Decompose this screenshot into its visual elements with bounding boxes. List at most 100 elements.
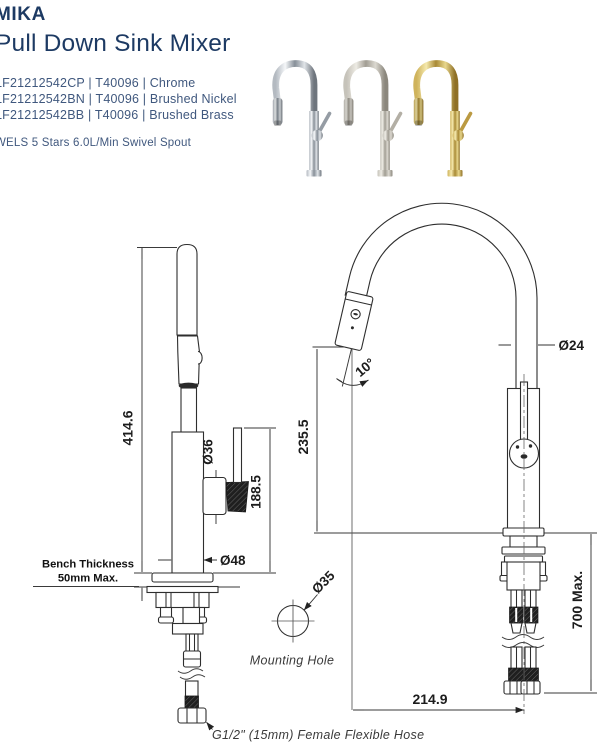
hose-hex-nut: [177, 707, 207, 724]
handle-grip: [225, 481, 249, 513]
mounting-hole-caption: Mounting Hole: [250, 654, 335, 668]
hose-tube-upper: [185, 633, 199, 653]
under-neck: [509, 535, 538, 548]
bench-lines: [33, 572, 276, 588]
spray-head-seam: [345, 298, 372, 306]
spray-head-shade: [413, 98, 424, 125]
bench-note-line1: Bench Thickness: [42, 559, 134, 571]
faucet-handle: [457, 111, 473, 136]
spray-head-body: [334, 291, 374, 351]
spray-head-tip: [415, 120, 423, 126]
spray-head: [413, 98, 424, 125]
variant-code-brushed-nickel: LF21212542BN | T40096 | Brushed Nickel: [0, 91, 237, 106]
spray-dot: [350, 326, 354, 330]
dim-lines-side: [312, 346, 597, 694]
hose-note: G1/2" (15mm) Female Flexible Hose: [212, 728, 424, 742]
screw-cap-left: [157, 616, 175, 624]
hose-break-symbol: [177, 668, 206, 680]
spray-button: [197, 350, 203, 365]
faucet-spout: [272, 60, 318, 119]
ball-center-slot: [520, 454, 528, 459]
spray-toggle-slot: [353, 312, 358, 316]
faucet-base: [447, 170, 463, 177]
header: MIKA Pull Down Sink Mixer LF21212542CP |…: [0, 4, 465, 149]
product-subtitle: Pull Down Sink Mixer: [0, 29, 231, 57]
mount-ring1: [501, 546, 546, 555]
faucet-body: [309, 111, 319, 172]
hose-note-leader: [206, 721, 215, 731]
aerator-band: [178, 382, 199, 389]
deck-flange-side: [502, 527, 545, 537]
mount-plate: [146, 585, 219, 594]
hose-center-lines: [515, 590, 532, 608]
spray-head-tip: [274, 120, 282, 126]
dim-spout-dia: Ø24: [559, 338, 585, 353]
hose-taper-right: [524, 622, 537, 634]
hose-thread-right: [523, 667, 539, 683]
variant-codes: LF21212542CP | T40096 | Chrome LF2121254…: [0, 75, 465, 123]
collar-stripes: [515, 608, 533, 622]
dim-handle-dia: Ø36: [201, 439, 216, 465]
mounting-hole-leader: [303, 594, 318, 611]
hose-taper-left: [510, 622, 523, 634]
variant-code-chrome: LF21212542CP | T40096 | Chrome: [0, 75, 196, 90]
hex-facets-right: [526, 681, 535, 694]
hex-nut-left: [503, 680, 524, 695]
hose-thread: [184, 695, 199, 710]
spray-head-side: [334, 291, 374, 351]
dim-overall-height: 414.6: [120, 410, 136, 445]
spray-axis-line: [341, 348, 352, 387]
hose-tube-lines: [188, 634, 196, 652]
dim-hole-dia: Ø35: [309, 568, 338, 597]
faucet-handle-hub: [311, 129, 323, 142]
wels-rating-note: WELS 5 Stars 6.0L/Min Swivel Spout: [0, 136, 191, 149]
hose-break-symbol-side: [501, 634, 545, 648]
dim-spray-angle: 10°: [352, 355, 377, 380]
spray-head-tip: [345, 120, 353, 126]
spray-head-shade: [343, 98, 354, 125]
faucet-body: [450, 111, 460, 172]
bench-note-line2: 50mm Max.: [58, 573, 118, 585]
mounting-hole-crosshair: [271, 599, 315, 643]
side-view-drawing: 10° 235.5 Ø24 700 Max. 214.9: [295, 202, 597, 714]
hex-facets-left: [509, 681, 518, 694]
mount-bracket: [155, 591, 210, 609]
hex-facets: [186, 708, 198, 723]
hex-nut-right: [520, 680, 541, 695]
dim-lines-front: [141, 248, 271, 601]
faucet-handle: [387, 111, 403, 136]
spray-head: [343, 98, 354, 125]
faucet-handle-hub: [452, 129, 464, 142]
dim-arrows-front: [141, 248, 271, 599]
faucet-spout: [343, 60, 389, 119]
hose-thread-left: [508, 667, 524, 683]
spray-head-outline: [176, 335, 201, 385]
front-view-drawing: 414.6 Ø36 188.5 Ø48 Bench Thickness 50mm…: [33, 243, 424, 742]
shank-block: [171, 622, 204, 635]
dim-arrows-side: [316, 344, 592, 710]
dim-handle-height: 188.5: [249, 475, 264, 509]
faucet-handle-hub: [382, 129, 394, 142]
mount-ring2: [503, 555, 544, 563]
product-photo-brushed-nickel: [343, 60, 403, 177]
gooseneck-spout: [344, 202, 538, 391]
dim-base-dia: Ø48: [220, 553, 246, 568]
faucet-handle: [316, 111, 332, 136]
angle-arc-arrows: [336, 379, 368, 383]
faucet-base: [306, 170, 322, 177]
faucet-base: [377, 170, 393, 177]
ball-dot-right: [528, 444, 533, 448]
angle-arc: [336, 378, 369, 386]
handle-housing: [202, 476, 227, 516]
spray-head: [272, 98, 283, 125]
dim-spout-height: 235.5: [295, 419, 311, 454]
hose-center-lines-lower: [515, 647, 532, 669]
spray-head-shade: [272, 98, 283, 125]
body-column: [171, 431, 205, 574]
handle-lever: [232, 427, 243, 484]
mount-block: [506, 561, 541, 591]
dim-reach: 214.9: [412, 691, 447, 707]
dim-hose-max: 700 Max.: [569, 571, 585, 629]
